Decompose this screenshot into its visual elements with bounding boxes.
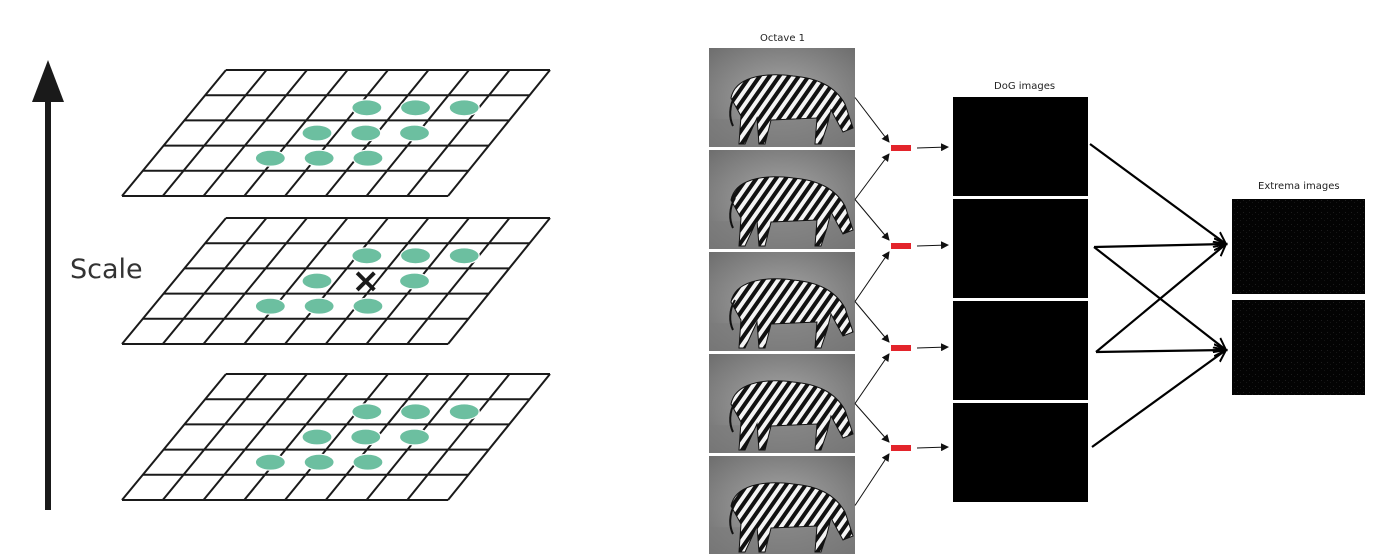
dog-image: [953, 403, 1088, 502]
minus-sign: [891, 145, 911, 151]
neighbor-sample-ellipse: [353, 454, 383, 470]
to-dog-arrow: [917, 447, 948, 448]
grid-line: [204, 374, 308, 500]
neighbor-sample-ellipse: [449, 100, 479, 116]
gaussian-blurred-image: [709, 252, 855, 353]
extrema-images-label: Extrema images: [1258, 181, 1340, 192]
subtraction-signs: [891, 145, 911, 451]
neighbor-sample-ellipse: [401, 100, 431, 116]
dog-image: [953, 199, 1088, 298]
subtract-input-arrow: [855, 454, 889, 506]
dog-image: [953, 301, 1088, 400]
neighbor-sample-ellipse: [449, 248, 479, 264]
grid-line: [448, 218, 550, 344]
grid-line: [204, 218, 308, 344]
subtract-input-arrow: [855, 200, 889, 241]
neighbor-sample-ellipse: [304, 454, 334, 470]
grid-layer: ×: [122, 218, 550, 344]
neighbor-sample-ellipse: [353, 150, 383, 166]
neighbor-sample-ellipse: [400, 125, 430, 141]
minus-sign: [891, 445, 911, 451]
grid-line: [204, 70, 308, 196]
dog-image-stack: [953, 97, 1088, 502]
neighbor-sample-ellipse: [255, 150, 285, 166]
neighbor-sample-ellipse: [302, 273, 332, 289]
minus-sign: [891, 345, 911, 351]
to-extrema-arrow: [1094, 244, 1226, 247]
extrema-image-stack: [1232, 199, 1365, 395]
to-dog-arrow: [917, 347, 948, 348]
grid-line: [163, 374, 267, 500]
neighbor-sample-ellipse: [255, 454, 285, 470]
subtract-input-arrow: [855, 302, 889, 343]
scale-axis-label: Scale: [70, 254, 143, 285]
dog-images-label: DoG images: [994, 81, 1055, 92]
right-diagram: Octave 1 DoG images Extrema images: [709, 33, 1365, 554]
grid-layer: [122, 374, 550, 500]
to-extrema-arrow: [1092, 350, 1226, 447]
pipeline-arrows: [855, 98, 948, 506]
neighbor-sample-ellipse: [352, 100, 382, 116]
to-dog-arrow: [917, 147, 948, 148]
subtract-input-arrow: [855, 154, 889, 200]
extrema-arrows: [1090, 144, 1226, 447]
neighbor-sample-ellipse: [400, 429, 430, 445]
subtract-input-arrow: [855, 252, 889, 302]
grid-layers: ×: [122, 70, 550, 500]
center-sample-marker: ×: [352, 261, 381, 301]
gaussian-blurred-image: [709, 48, 855, 149]
neighbor-sample-ellipse: [302, 125, 332, 141]
scale-axis-arrow: [32, 60, 64, 510]
grid-line: [163, 218, 267, 344]
neighbor-sample-ellipse: [449, 404, 479, 420]
to-extrema-arrow: [1090, 144, 1226, 244]
grid-layer: [122, 70, 550, 196]
neighbor-sample-ellipse: [400, 273, 430, 289]
subtract-input-arrow: [855, 404, 889, 443]
neighbor-sample-ellipse: [255, 298, 285, 314]
gaussian-image-stack: [709, 48, 855, 554]
grid-line: [448, 70, 550, 196]
dog-image: [953, 97, 1088, 196]
subtract-input-arrow: [855, 98, 889, 143]
neighbor-sample-ellipse: [401, 404, 431, 420]
neighbor-sample-ellipse: [351, 125, 381, 141]
grid-line: [122, 70, 226, 196]
gaussian-blurred-image: [709, 150, 855, 251]
gaussian-blurred-image: [709, 456, 855, 554]
neighbor-sample-ellipse: [351, 429, 381, 445]
octave-label: Octave 1: [760, 33, 805, 44]
grid-line: [122, 374, 226, 500]
grid-line: [448, 374, 550, 500]
minus-sign: [891, 243, 911, 249]
to-dog-arrow: [917, 245, 948, 246]
left-diagram: Scale ×: [32, 60, 550, 510]
neighbor-sample-ellipse: [302, 429, 332, 445]
neighbor-sample-ellipse: [352, 404, 382, 420]
neighbor-sample-ellipse: [304, 298, 334, 314]
neighbor-sample-ellipse: [401, 248, 431, 264]
gaussian-blurred-image: [709, 354, 855, 455]
subtract-input-arrow: [855, 354, 889, 404]
neighbor-sample-ellipse: [304, 150, 334, 166]
to-extrema-arrow: [1096, 350, 1226, 352]
extrema-image: [1232, 199, 1365, 294]
grid-line: [163, 70, 267, 196]
extrema-image: [1232, 300, 1365, 395]
